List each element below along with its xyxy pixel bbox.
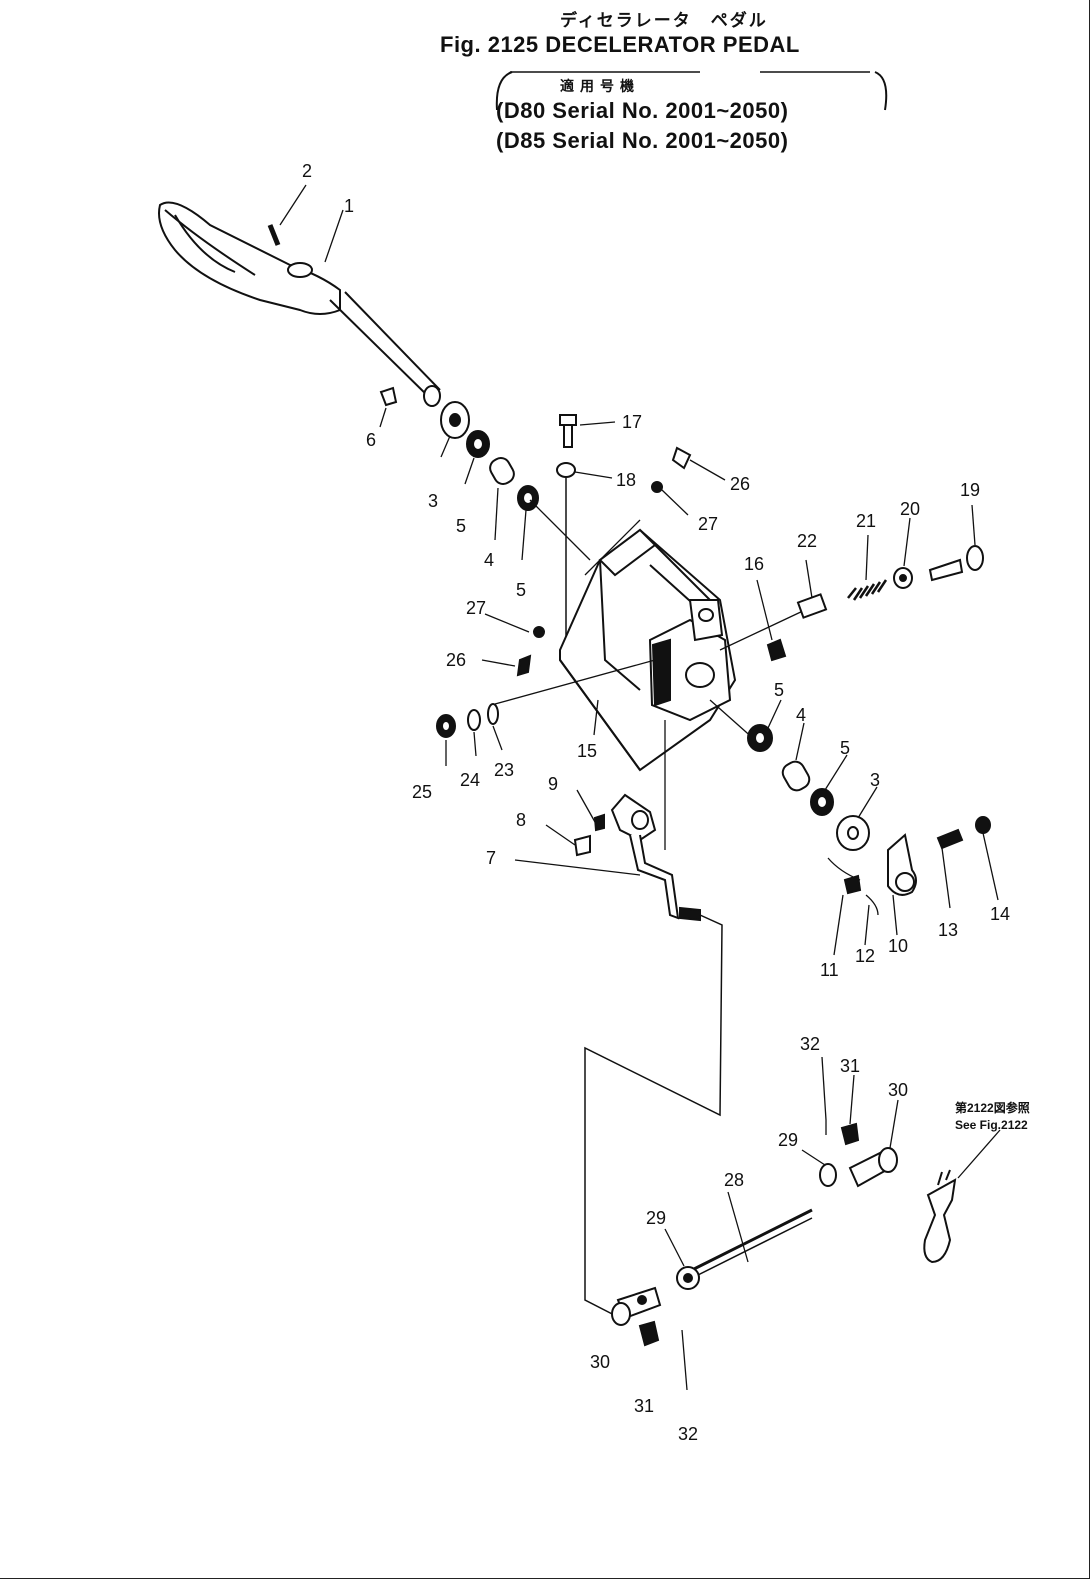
callout-17: 17 [622, 412, 642, 432]
pedal-assembly [158, 201, 441, 407]
callout-32-lower: 32 [678, 1424, 698, 1444]
callout-10: 10 [888, 936, 908, 956]
callout-3-upper: 3 [428, 491, 438, 511]
callout-12: 12 [855, 946, 875, 966]
leader-lines [279, 184, 976, 1267]
japanese-title: ディセラレータ ペダル [560, 11, 768, 30]
callout-23: 23 [494, 760, 514, 780]
callout-1: 1 [344, 196, 354, 216]
linkage-path-line [584, 914, 723, 1319]
callout-22: 22 [797, 531, 817, 551]
callout-2: 2 [302, 161, 312, 181]
lever-7-assembly [514, 793, 701, 922]
applicable-serial-heading: 適用号機 [560, 78, 640, 94]
lever-10-assembly [827, 833, 917, 956]
assembly-axis-lines [494, 499, 806, 850]
callout-31-lower: 31 [634, 1396, 654, 1416]
cross-reference-en: See Fig.2122 [955, 1118, 1028, 1132]
callout-9: 9 [548, 774, 558, 794]
left-hardware [436, 626, 545, 738]
callout-13: 13 [938, 920, 958, 940]
header-brackets [495, 71, 888, 111]
callout-21: 21 [856, 511, 876, 531]
callout-31-upper: 31 [840, 1056, 860, 1076]
figure-title: Fig. 2125 DECELERATOR PEDAL [440, 32, 800, 57]
bolt-17-washer-18 [556, 414, 577, 640]
callout-28: 28 [724, 1170, 744, 1190]
callout-26-upper: 26 [730, 474, 750, 494]
callout-25: 25 [412, 782, 432, 802]
callout-24: 24 [460, 770, 480, 790]
callout-16: 16 [744, 554, 764, 574]
callout-3-lower: 3 [870, 770, 880, 790]
callout-27-left: 27 [466, 598, 486, 618]
callout-18: 18 [616, 470, 636, 490]
callout-19: 19 [960, 480, 980, 500]
callout-15: 15 [577, 741, 597, 761]
referenced-lever-part [923, 1129, 1001, 1264]
callout-labels: 2 1 6 3 5 4 5 17 18 26 27 22 16 21 20 19… [302, 161, 1010, 1444]
callout-5-upper-a: 5 [456, 516, 466, 536]
callout-29-upper: 29 [778, 1130, 798, 1150]
lower-linkage-rod-assembly [611, 1120, 898, 1391]
callout-7: 7 [486, 848, 496, 868]
lower-bushing-stack [747, 724, 870, 851]
callout-4-upper: 4 [484, 550, 494, 570]
callout-4-lower: 4 [796, 705, 806, 725]
callout-30-lower: 30 [590, 1352, 610, 1372]
cross-reference-jp: 第2122図参照 [955, 1101, 1030, 1115]
upper-screws [651, 446, 692, 493]
cross-reference-note: 第2122図参照 See Fig.2122 [955, 1100, 1030, 1134]
callout-5-lower-a: 5 [774, 680, 784, 700]
callout-14: 14 [990, 904, 1010, 924]
upper-bushing-stack [440, 401, 539, 511]
callout-5-lower-b: 5 [840, 738, 850, 758]
callout-8: 8 [516, 810, 526, 830]
callout-30-upper: 30 [888, 1080, 908, 1100]
bracket-body-15 [559, 528, 737, 772]
spring-and-bolt-assembly [766, 545, 984, 662]
callout-32-upper: 32 [800, 1034, 820, 1054]
callout-29-lower: 29 [646, 1208, 666, 1228]
callout-20: 20 [900, 499, 920, 519]
callout-11: 11 [820, 960, 839, 980]
serial-range-d85: (D85 Serial No. 2001~2050) [496, 128, 789, 153]
screw-and-nut-13-14 [936, 816, 999, 909]
callout-27-upper: 27 [698, 514, 718, 534]
serial-range-d80: (D80 Serial No. 2001~2050) [496, 98, 789, 123]
callout-6: 6 [366, 430, 376, 450]
callout-26-left: 26 [446, 650, 466, 670]
pin-part-6 [379, 386, 398, 407]
callout-5-upper-b: 5 [516, 580, 526, 600]
